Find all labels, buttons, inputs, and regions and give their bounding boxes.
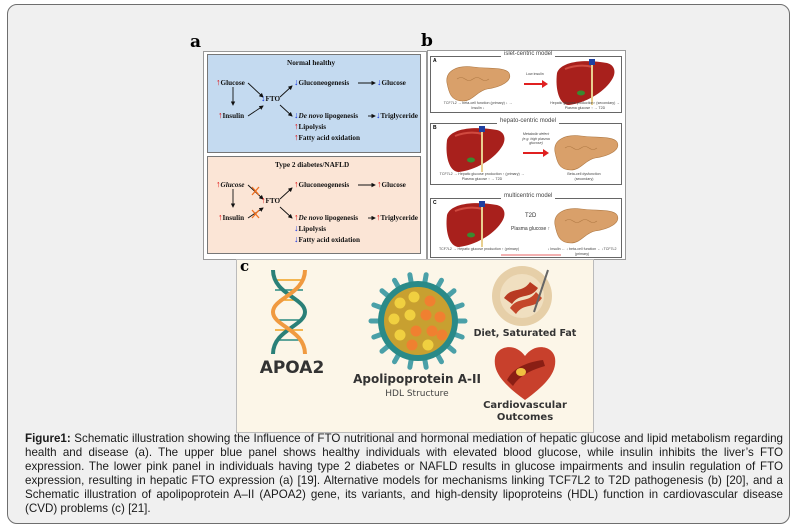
t2d-label: T2D xyxy=(525,213,537,219)
panel-a: Normal healthy ↑Glucose ↑Insulin ↓FTO ↓G… xyxy=(203,51,427,260)
model-letter: A xyxy=(433,58,437,64)
apoa2-label: APOA2 xyxy=(259,358,325,378)
model-left-text: TCF7L2 → Hepatic glucose production ↑ (p… xyxy=(438,247,520,251)
liver-icon xyxy=(555,59,616,106)
triglyceride-node: ↓Triglyceride xyxy=(376,110,418,120)
liver-icon xyxy=(445,126,506,173)
fto-node: ↑FTO xyxy=(261,195,281,205)
fatty-acid-oxidation-node: ↑Fatty acid oxidation xyxy=(294,132,360,142)
fatty-acid-oxidation-node: ↓Fatty acid oxidation xyxy=(294,234,360,244)
model-title: hepato-centric model xyxy=(497,118,560,124)
islet-centric-model: islet-centric model A Low insulin TCF7L2… xyxy=(430,51,622,113)
liver-icon xyxy=(445,201,506,248)
block-x-icon xyxy=(251,186,260,219)
heart-artery-icon xyxy=(494,347,556,400)
model-left-text: TCF7L2 → beta-cell function (primary) ↓ … xyxy=(443,101,513,110)
model-right-text: Beta-cell dysfunction (secondary) xyxy=(567,172,601,181)
panel-label-a: a xyxy=(190,32,202,52)
plasma-glucose-label: Plasma glucose ↑ xyxy=(511,226,551,232)
disease-title: Type 2 diabetes/NAFLD xyxy=(275,161,350,169)
diet-label: Diet, Saturated Fat xyxy=(473,328,577,339)
lipogenesis-node: ↓De novo lipogenesis xyxy=(294,110,359,120)
figure-caption: Figure1: Schematic illustration showing … xyxy=(25,432,783,516)
hdl-structure-label: HDL Structure xyxy=(385,389,449,399)
model-right-text: ↓ Insulin ← ↓ beta-cell function ← ↓TCF7… xyxy=(547,247,617,256)
glucose-output-node: ↑Glucose xyxy=(377,179,406,189)
arrow-label: Metabolic defect (e.g. high plasma gluco… xyxy=(522,132,550,145)
gluconeogenesis-node: ↑Gluconeogenesis xyxy=(294,179,350,189)
diabetes-nafld-panel: Type 2 diabetes/NAFLD ↑Glucose ↑Insulin … xyxy=(207,156,421,254)
model-title: islet-centric model xyxy=(501,51,556,57)
apolipoprotein-title: Apolipoprotein A-II xyxy=(353,372,481,386)
caption-label: Figure1: xyxy=(25,432,71,445)
lipolysis-node: ↑Lipolysis xyxy=(294,121,327,131)
red-arrow-icon xyxy=(523,149,549,157)
arrow-label: Low insulin xyxy=(526,72,544,76)
lipolysis-node: ↓Lipolysis xyxy=(294,223,327,233)
lipogenesis-node: ↑De novo lipogenesis xyxy=(294,212,359,222)
multicentric-model: multicentric model C T2D Plasma glucose … xyxy=(430,193,622,258)
pathway-arrows xyxy=(230,80,376,119)
pathway-arrows xyxy=(230,182,376,221)
normal-healthy-panel: Normal healthy ↑Glucose ↑Insulin ↓FTO ↓G… xyxy=(207,54,421,153)
red-link-line xyxy=(501,254,561,256)
caption-text: Schematic illustration showing the Influ… xyxy=(25,432,783,515)
panel-b: islet-centric model A Low insulin TCF7L2… xyxy=(427,50,626,260)
dna-helix-icon xyxy=(270,269,308,355)
red-arrow-icon xyxy=(524,80,548,88)
model-right-text: Hepatic glucose production↑ (secondary) … xyxy=(550,101,620,110)
pancreas-icon xyxy=(554,208,619,244)
fto-node: ↓FTO xyxy=(261,93,281,103)
glucose-node: ↑Glucose xyxy=(216,77,245,87)
model-letter: B xyxy=(433,125,437,131)
panel-label-b: b xyxy=(421,31,433,51)
insulin-node: ↑Insulin xyxy=(218,212,245,222)
model-left-text: TCF7L2 → Hepatic glucose production ↑ (p… xyxy=(439,172,525,181)
normal-title: Normal healthy xyxy=(287,59,336,67)
insulin-node: ↑Insulin xyxy=(218,110,245,120)
hepato-centric-model: hepato-centric model B Metabolic defect … xyxy=(430,118,622,185)
glucose-node: ↑Glucose xyxy=(216,179,245,189)
triglyceride-node: ↑Triglyceride xyxy=(376,212,418,222)
panel-c: c APOA2 Apolipoprotein A-II HDL Structur… xyxy=(236,257,594,433)
pancreas-icon xyxy=(554,135,619,171)
pancreas-icon xyxy=(446,66,511,102)
bacon-plate-icon xyxy=(492,266,552,326)
panel-label-c: c xyxy=(240,257,250,275)
glucose-output-node: ↓Glucose xyxy=(377,77,406,87)
model-title: multicentric model xyxy=(501,193,556,199)
model-letter: C xyxy=(433,200,437,206)
gluconeogenesis-node: ↓Gluconeogenesis xyxy=(294,77,350,87)
hdl-particle-icon xyxy=(368,272,468,370)
